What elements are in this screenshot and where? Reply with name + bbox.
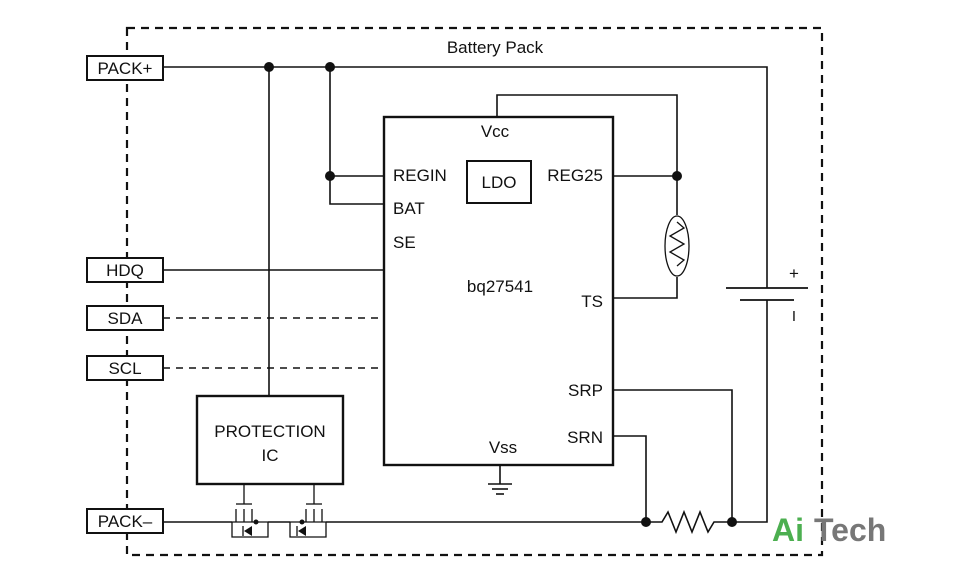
- junction-dot: [727, 517, 737, 527]
- pin-se-label: SE: [393, 233, 416, 252]
- watermark-ai: Ai: [772, 512, 804, 548]
- ts-wire: [613, 277, 678, 299]
- terminal-hdq-label: HDQ: [106, 261, 144, 280]
- pin-srp-label: SRP: [568, 381, 603, 400]
- battery-plus-label: +: [789, 264, 799, 283]
- protection-ic-line1: PROTECTION: [214, 422, 325, 441]
- ground-symbol: [488, 465, 512, 495]
- battery-pack-boundary: [125, 26, 824, 557]
- battery-minus-label: I: [792, 308, 796, 325]
- srn-wire: [613, 435, 647, 522]
- protection-ic-block: [195, 394, 345, 486]
- terminal-hdq: HDQ: [86, 257, 164, 283]
- chip-name-label: bq27541: [467, 277, 533, 296]
- terminal-pack-minus-label: PACK–: [98, 512, 153, 531]
- terminal-sda-label: SDA: [108, 309, 144, 328]
- ldo-label: LDO: [482, 173, 517, 192]
- pin-reg25-label: REG25: [547, 166, 603, 185]
- pin-ts-label: TS: [581, 292, 603, 311]
- pin-regin-label: REGIN: [393, 166, 447, 185]
- terminal-pack-minus: PACK–: [86, 508, 164, 534]
- terminal-scl: SCL: [86, 355, 164, 381]
- thermistor: [664, 215, 690, 277]
- watermark-tech: Tech: [814, 512, 886, 548]
- bat-wire: [329, 176, 384, 205]
- vcc-wire: [496, 94, 678, 176]
- srp-wire: [613, 389, 733, 522]
- regin-wire: [329, 67, 384, 177]
- pin-vcc-label: Vcc: [481, 122, 510, 141]
- terminal-pack-plus: PACK+: [86, 55, 164, 81]
- terminal-sda: SDA: [86, 305, 164, 331]
- pack-plus-rail: [163, 66, 768, 288]
- terminal-scl-label: SCL: [108, 359, 141, 378]
- sense-resistor: [646, 509, 732, 535]
- pin-bat-label: BAT: [393, 199, 425, 218]
- mosfet-discharge: [231, 503, 269, 538]
- battery-pack-title: Battery Pack: [447, 38, 544, 57]
- terminal-pack-plus-label: PACK+: [98, 59, 153, 78]
- junction-dot: [325, 171, 335, 181]
- mosfet-charge: [289, 503, 327, 538]
- aitech-watermark-logo: Ai Tech: [772, 512, 886, 548]
- pin-vss-label: Vss: [489, 438, 517, 457]
- battery-negative-wire: [732, 300, 768, 523]
- pin-srn-label: SRN: [567, 428, 603, 447]
- protection-ic-line2: IC: [262, 446, 279, 465]
- ldo-block: [466, 160, 532, 204]
